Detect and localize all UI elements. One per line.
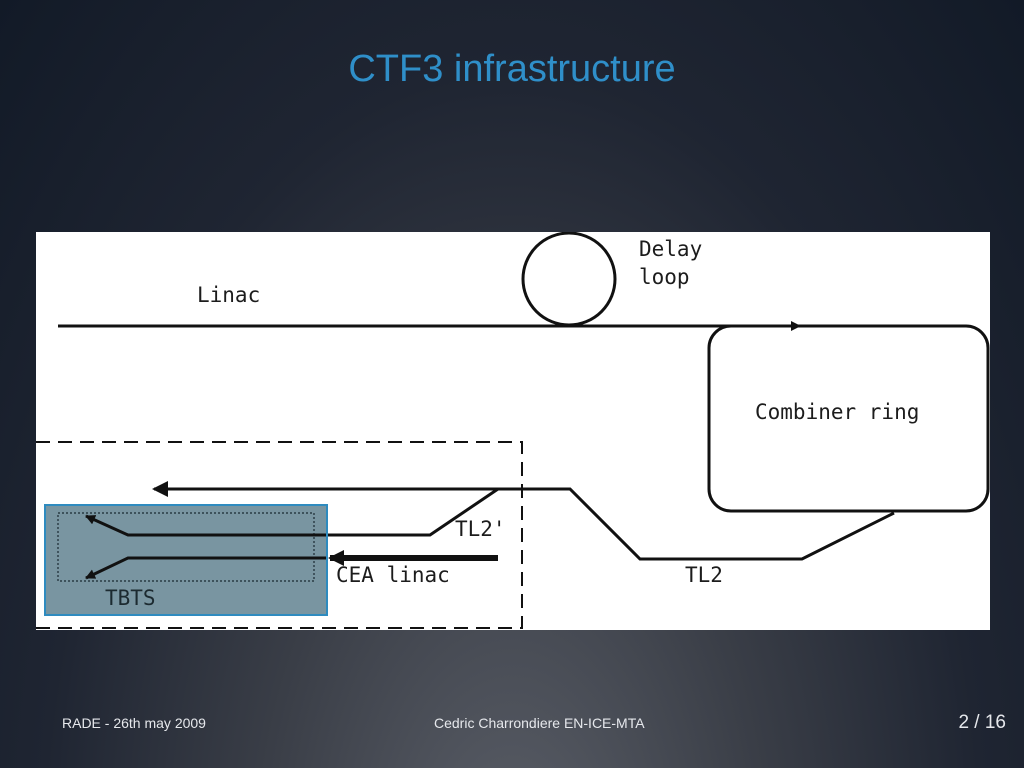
combiner-ring-rect <box>707 324 990 513</box>
tbts-box <box>44 504 328 616</box>
clex-dashed-boundary <box>36 441 523 629</box>
tl2-beam-line <box>152 481 895 561</box>
cea-linac-label: CEA linac <box>336 563 450 587</box>
slide-title: CTF3 infrastructure <box>348 48 676 90</box>
diagram-canvas <box>36 232 990 629</box>
tl2-prime-label: TL2' <box>455 517 506 541</box>
tbts-inner-dotted-box <box>57 512 315 582</box>
tbts-lower-beam-line <box>85 556 326 580</box>
linac-label: Linac <box>197 283 261 307</box>
footer-page-number: 2 / 16 <box>958 712 1006 733</box>
combiner-ring-label: Combiner ring <box>755 400 920 424</box>
ctf3-diagram: Linac Delay loop Combiner ring TL2' CEA … <box>36 232 990 630</box>
tbts-label: TBTS <box>105 586 156 610</box>
delay-loop-label-line2: loop <box>639 265 690 289</box>
delay-loop-label-line1: Delay <box>639 237 703 261</box>
delay-loop-circle <box>521 232 617 327</box>
footer-author: Cedric Charrondiere EN-ICE-MTA <box>434 715 645 731</box>
tbts-upper-beam-line <box>85 514 326 537</box>
tl2-label: TL2 <box>685 563 723 587</box>
footer-event-date: RADE - 26th may 2009 <box>62 715 206 731</box>
